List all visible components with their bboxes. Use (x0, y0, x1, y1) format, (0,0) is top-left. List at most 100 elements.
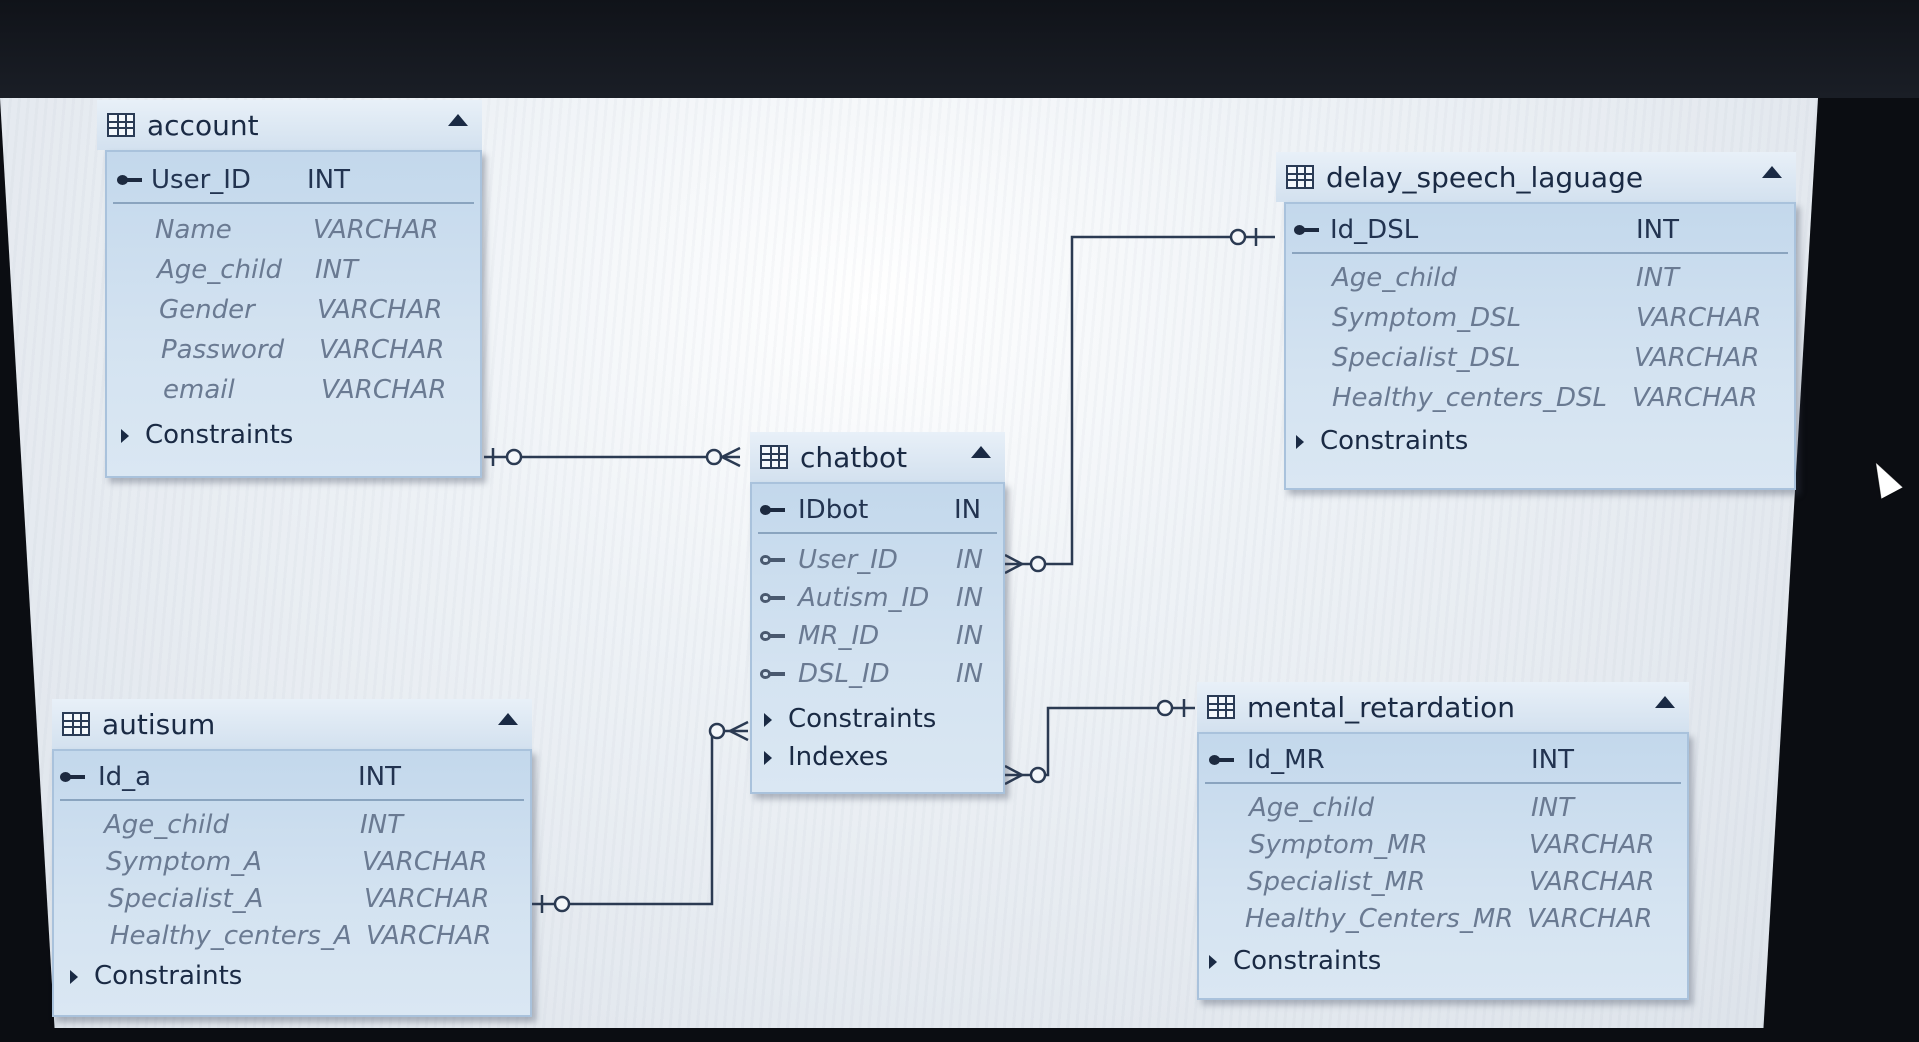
column-name: IDbot (798, 495, 869, 525)
column-type: VARCHAR (362, 847, 488, 877)
column-name: Age_child (104, 810, 230, 840)
table-body: Id_MR INT Age_child INT Symptom_MR VARCH… (1197, 732, 1689, 1000)
column-name: Id_MR (1247, 745, 1325, 775)
table-header[interactable]: mental_retardation (1197, 682, 1689, 732)
column-type: INT (1531, 793, 1574, 823)
table-mental-retardation[interactable]: mental_retardation Id_MR INT Age_child I… (1197, 682, 1689, 1000)
column-row[interactable]: Symptom_DSL VARCHAR (1286, 300, 1794, 336)
section-label: Indexes (788, 742, 889, 772)
table-body: Id_DSL INT Age_child INT Symptom_DSL VAR… (1284, 202, 1796, 490)
collapse-arrow-icon[interactable] (1655, 696, 1675, 708)
expand-arrow-icon[interactable] (1296, 434, 1304, 449)
column-row[interactable]: Symptom_MR VARCHAR (1199, 827, 1687, 863)
collapse-arrow-icon[interactable] (448, 114, 468, 126)
column-name: Symptom_DSL (1332, 303, 1522, 333)
column-name: Id_DSL (1330, 215, 1419, 245)
column-type: VARCHAR (364, 884, 490, 914)
column-name: Gender (159, 295, 255, 325)
table-delay-speech-laguage[interactable]: delay_speech_laguage Id_DSL INT Age_chil… (1276, 152, 1796, 490)
fk-row[interactable]: MR_ID IN (752, 618, 1003, 654)
expand-arrow-icon[interactable] (764, 712, 772, 727)
column-name: Name (155, 215, 232, 245)
pk-row[interactable]: Id_DSL INT (1286, 212, 1794, 248)
column-row[interactable]: Age_child INT (54, 807, 530, 843)
column-row[interactable]: Specialist_MR VARCHAR (1199, 864, 1687, 900)
column-type: INT (307, 165, 350, 195)
foreign-key-icon (760, 629, 786, 643)
column-type: INT (1636, 263, 1679, 293)
constraints-section[interactable]: Constraints (121, 420, 293, 450)
pk-row[interactable]: IDbot IN (752, 492, 1003, 528)
pk-row[interactable]: Id_MR INT (1199, 742, 1687, 778)
expand-arrow-icon[interactable] (764, 750, 772, 765)
primary-key-icon (1209, 753, 1235, 767)
column-name: DSL_ID (798, 659, 890, 689)
column-type: INT (1531, 745, 1574, 775)
column-row[interactable]: Specialist_DSL VARCHAR (1286, 340, 1794, 376)
table-title: mental_retardation (1247, 690, 1516, 724)
foreign-key-icon (760, 553, 786, 567)
column-row[interactable]: Healthy_centers_A VARCHAR (54, 918, 530, 954)
column-name: MR_ID (798, 621, 880, 651)
column-type: VARCHAR (1527, 904, 1653, 934)
pk-row[interactable]: Id_a INT (54, 759, 530, 795)
column-row[interactable]: Password VARCHAR (107, 332, 480, 368)
section-label: Constraints (1233, 946, 1382, 976)
table-body: IDbot IN User_ID IN Autism_ID IN MR_ID I… (750, 482, 1005, 794)
fk-row[interactable]: User_ID IN (752, 542, 1003, 578)
column-row[interactable]: Age_child INT (1199, 790, 1687, 826)
collapse-arrow-icon[interactable] (971, 446, 991, 458)
column-row[interactable]: email VARCHAR (107, 372, 480, 408)
table-account[interactable]: account User_ID INT Name VARCHAR Age_chi… (97, 100, 482, 478)
table-icon (107, 113, 135, 137)
table-header[interactable]: delay_speech_laguage (1276, 152, 1796, 202)
section-label: Constraints (788, 704, 937, 734)
section-label: Constraints (94, 961, 243, 991)
divider (1292, 252, 1788, 254)
column-name: Healthy_centers_DSL (1332, 383, 1607, 413)
column-row[interactable]: Specialist_A VARCHAR (54, 881, 530, 917)
mouse-cursor-icon (1865, 457, 1903, 499)
column-type: VARCHAR (317, 295, 443, 325)
constraints-section[interactable]: Constraints (764, 704, 936, 734)
column-type: VARCHAR (1529, 867, 1655, 897)
column-row[interactable]: Healthy_Centers_MR VARCHAR (1199, 901, 1687, 937)
constraints-section[interactable]: Constraints (1209, 946, 1381, 976)
fk-row[interactable]: Autism_ID IN (752, 580, 1003, 616)
column-row[interactable]: Age_child INT (1286, 260, 1794, 296)
table-autisum[interactable]: autisum Id_a INT Age_child INT Symptom_A… (52, 699, 532, 1017)
column-name: User_ID (798, 545, 898, 575)
column-type: IN (956, 659, 984, 689)
fk-row[interactable]: DSL_ID IN (752, 656, 1003, 692)
column-row[interactable]: Symptom_A VARCHAR (54, 844, 530, 880)
column-row[interactable]: Name VARCHAR (107, 212, 480, 248)
expand-arrow-icon[interactable] (121, 428, 129, 443)
indexes-section[interactable]: Indexes (764, 742, 888, 772)
pk-row[interactable]: User_ID INT (107, 162, 480, 198)
expand-arrow-icon[interactable] (1209, 954, 1217, 969)
table-header[interactable]: chatbot (750, 432, 1005, 482)
collapse-arrow-icon[interactable] (1762, 166, 1782, 178)
table-header[interactable]: account (97, 100, 482, 150)
column-row[interactable]: Healthy_centers_DSL VARCHAR (1286, 380, 1794, 416)
column-type: VARCHAR (313, 215, 439, 245)
column-name: Age_child (1249, 793, 1375, 823)
foreign-key-icon (760, 591, 786, 605)
column-type: VARCHAR (319, 335, 445, 365)
column-type: INT (358, 762, 401, 792)
divider (113, 202, 474, 204)
column-type: VARCHAR (1636, 303, 1762, 333)
expand-arrow-icon[interactable] (70, 969, 78, 984)
constraints-section[interactable]: Constraints (70, 961, 242, 991)
table-chatbot[interactable]: chatbot IDbot IN User_ID IN Autism_ID IN… (750, 432, 1005, 794)
collapse-arrow-icon[interactable] (498, 713, 518, 725)
column-name: email (163, 375, 235, 405)
column-type: VARCHAR (1632, 383, 1758, 413)
column-type: INT (360, 810, 403, 840)
divider (60, 799, 524, 801)
column-row[interactable]: Age_child INT (107, 252, 480, 288)
column-row[interactable]: Gender VARCHAR (107, 292, 480, 328)
column-type: VARCHAR (321, 375, 447, 405)
table-header[interactable]: autisum (52, 699, 532, 749)
constraints-section[interactable]: Constraints (1296, 426, 1468, 456)
